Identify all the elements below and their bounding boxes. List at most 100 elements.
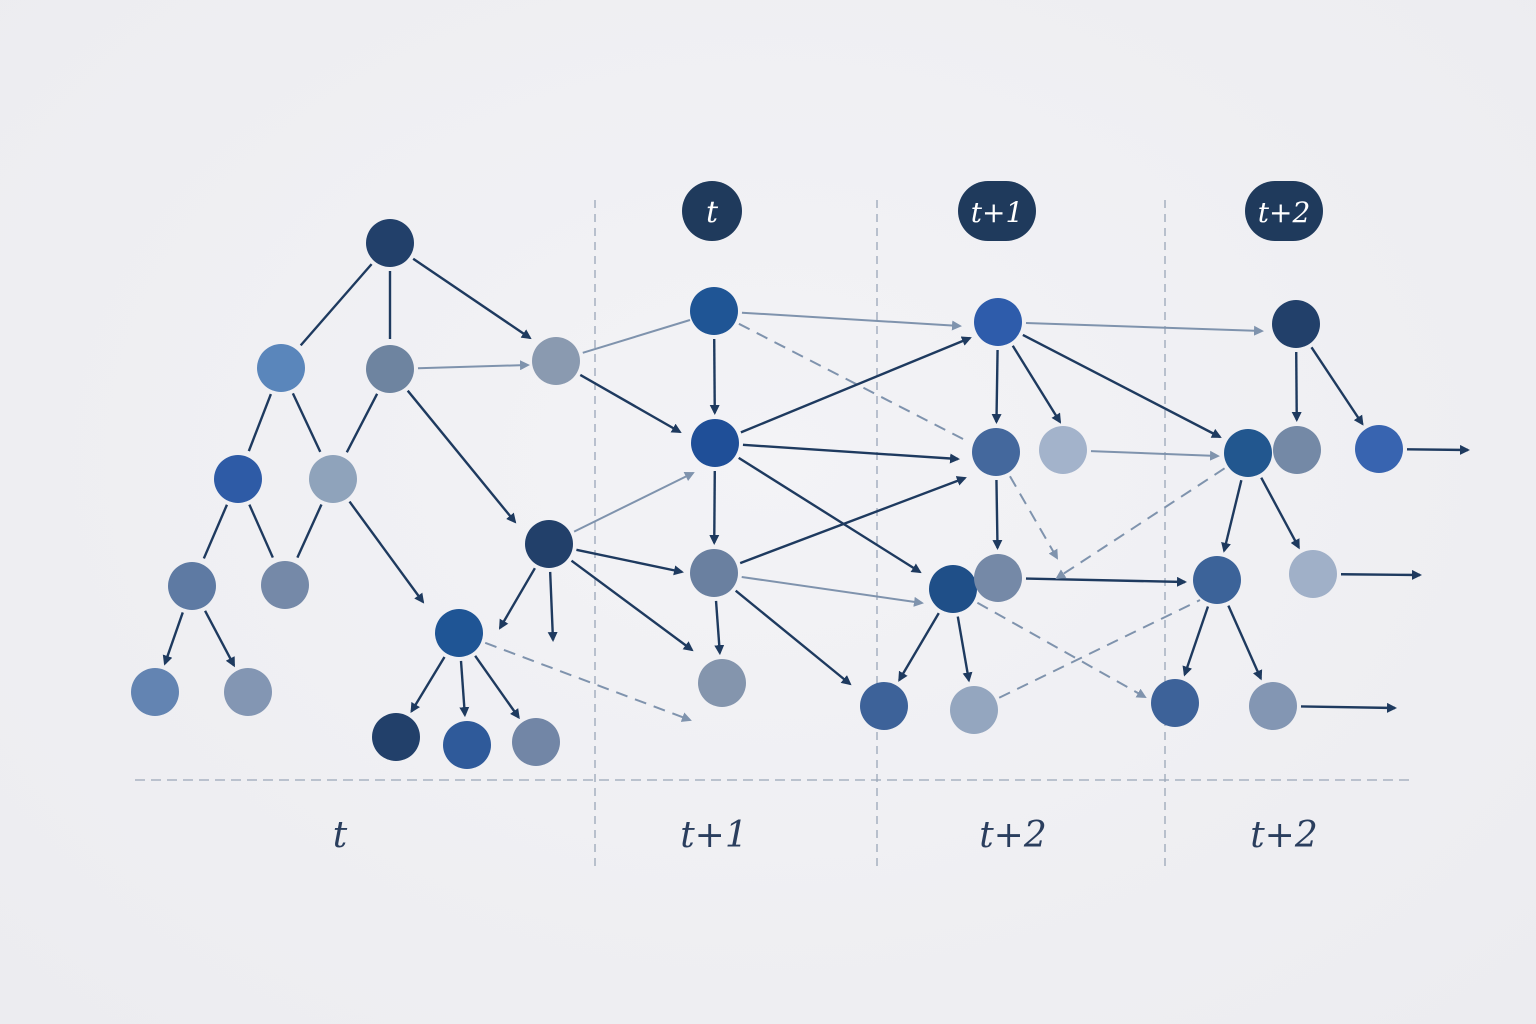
time-dividers — [135, 200, 1410, 870]
directed-edge — [498, 567, 536, 630]
directed-edge — [1227, 605, 1263, 681]
directed-edge — [1182, 606, 1210, 677]
directed-edge — [547, 571, 558, 642]
graph-node — [366, 345, 414, 393]
edges — [162, 257, 1470, 722]
edge — [248, 504, 274, 559]
directed-edge — [204, 610, 236, 668]
nodes — [131, 219, 1403, 769]
directed-edge — [162, 612, 184, 666]
edge — [738, 322, 966, 441]
edge — [247, 393, 273, 452]
edge — [998, 599, 1201, 699]
graph-node — [974, 298, 1022, 346]
directed-edge — [898, 612, 940, 682]
directed-edge — [709, 338, 720, 416]
graph-node — [214, 455, 262, 503]
directed-edge — [1221, 479, 1243, 553]
edge — [291, 392, 322, 453]
directed-edge — [1310, 346, 1364, 426]
graph-node — [131, 668, 179, 716]
directed-edge — [573, 472, 695, 533]
graph-node — [1355, 425, 1403, 473]
graph-node — [1249, 682, 1297, 730]
directed-edge — [576, 548, 684, 576]
graph-node — [1289, 550, 1337, 598]
directed-edge — [739, 476, 967, 565]
edge — [345, 393, 379, 453]
edge — [299, 263, 373, 347]
graph-node — [443, 721, 491, 769]
graph-node — [860, 682, 908, 730]
graph-node — [690, 549, 738, 597]
directed-edge — [1300, 702, 1397, 713]
directed-edge — [1025, 576, 1187, 587]
graph-node — [972, 428, 1020, 476]
graph-node — [532, 337, 580, 385]
graph-node — [691, 419, 739, 467]
directed-edge — [1009, 475, 1058, 560]
edge — [296, 504, 323, 559]
time-badge-label: t+1 — [971, 196, 1024, 229]
bottom-time-labels: t t+1 t+2 t+2 — [333, 815, 1318, 856]
graph-node — [309, 455, 357, 503]
time-axis-label: t+2 — [979, 815, 1047, 856]
graph-node — [366, 219, 414, 267]
directed-edge — [741, 311, 962, 331]
directed-edge — [410, 656, 446, 714]
directed-edge — [1025, 321, 1264, 336]
directed-edge — [976, 601, 1147, 698]
graph-node — [1193, 556, 1241, 604]
directed-edge — [742, 443, 960, 464]
directed-edge — [1090, 450, 1220, 461]
graph-node — [1039, 426, 1087, 474]
time-axis-label: t+2 — [1250, 815, 1318, 856]
directed-edge — [1291, 351, 1302, 423]
directed-edge — [412, 257, 532, 340]
directed-edge — [1022, 333, 1222, 439]
graph-node — [974, 554, 1022, 602]
graph-node — [690, 287, 738, 335]
directed-edge — [714, 600, 725, 656]
directed-edge — [474, 655, 520, 720]
graph-node — [372, 713, 420, 761]
graph-node — [257, 344, 305, 392]
directed-edge — [484, 641, 692, 722]
directed-edge — [738, 456, 922, 574]
graph-node — [435, 609, 483, 657]
directed-edge — [956, 616, 973, 683]
directed-edge — [579, 373, 682, 434]
time-axis-label: t+1 — [680, 815, 748, 856]
graph-node — [1273, 426, 1321, 474]
directed-edge — [348, 500, 425, 604]
directed-edge — [1011, 345, 1062, 424]
graph-node — [950, 686, 998, 734]
top-time-labels: t t+1 t+2 — [682, 181, 1323, 241]
directed-edge — [570, 559, 694, 652]
time-badge-label: t+2 — [1258, 196, 1311, 229]
graph-node — [929, 565, 977, 613]
time-badge-label: t — [706, 195, 719, 230]
directed-edge — [459, 660, 470, 718]
graph-node — [224, 668, 272, 716]
graph-node — [1151, 679, 1199, 727]
directed-edge — [417, 360, 530, 371]
time-badge — [682, 181, 742, 241]
directed-edge — [1055, 467, 1226, 580]
directed-edge — [1406, 444, 1470, 455]
directed-edge — [992, 479, 1003, 551]
directed-edge — [1340, 569, 1422, 580]
time-axis-label: t — [333, 815, 348, 856]
graph-node — [261, 561, 309, 609]
directed-edge — [406, 389, 517, 524]
directed-edge — [709, 470, 720, 546]
edge — [582, 319, 691, 354]
graph-node — [1224, 429, 1272, 477]
edge — [202, 504, 229, 559]
graph-node — [168, 562, 216, 610]
directed-edge — [1260, 477, 1300, 550]
graph-node — [698, 659, 746, 707]
directed-edge — [740, 336, 972, 434]
